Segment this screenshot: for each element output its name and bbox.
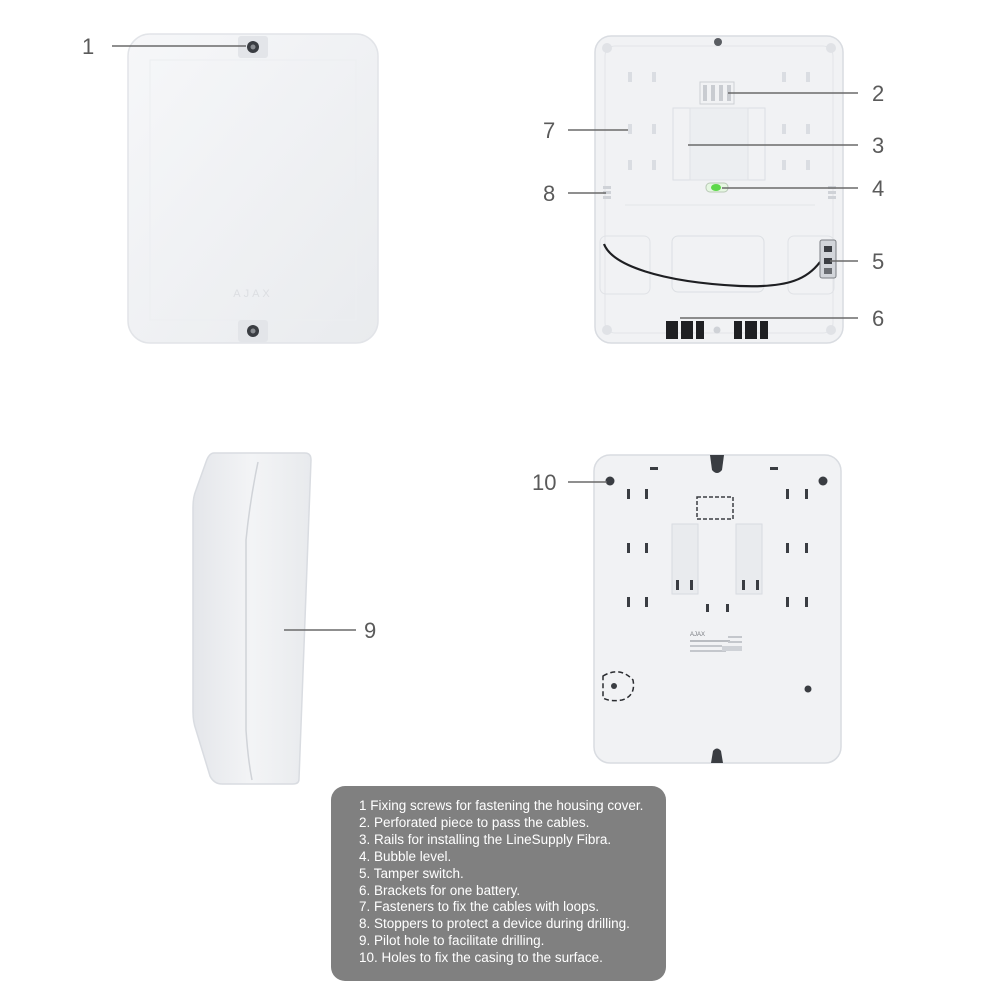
legend-item-1: 1 Fixing screws for fastening the housin… bbox=[359, 798, 644, 813]
back-view: AJAX bbox=[593, 454, 842, 764]
callout-1: 1 bbox=[82, 34, 94, 59]
legend-item-4: 4. Bubble level. bbox=[359, 848, 452, 864]
housing-side bbox=[192, 452, 312, 785]
callout-8: 8 bbox=[543, 181, 555, 206]
legend-item-9: 9. Pilot hole to facilitate drilling. bbox=[359, 933, 545, 949]
callout-6: 6 bbox=[872, 306, 884, 331]
back-slots bbox=[627, 467, 808, 612]
callout-4: 4 bbox=[872, 176, 884, 201]
callout-7: 7 bbox=[543, 118, 555, 143]
callout-10: 10 bbox=[532, 470, 556, 495]
housing-cover bbox=[127, 33, 379, 344]
battery-brackets bbox=[666, 321, 768, 339]
product-label: AJAX bbox=[690, 632, 742, 652]
front-cover-view: AJAX bbox=[127, 33, 379, 344]
side-view bbox=[192, 452, 312, 785]
cover-logo: AJAX bbox=[233, 288, 273, 300]
leader-lines bbox=[112, 45, 858, 631]
cable-fasteners bbox=[628, 72, 810, 170]
legend-item-3: 3. Rails for installing the LineSupply F… bbox=[359, 831, 612, 847]
pilot-hole bbox=[602, 671, 635, 702]
mounting-holes bbox=[605, 476, 828, 693]
legend-item-5: 5. Tamper switch. bbox=[359, 865, 464, 881]
legend-item-7: 7. Fasteners to fix the cables with loop… bbox=[359, 899, 600, 915]
cover-screw-bottom bbox=[238, 320, 268, 342]
legend-item-10: 10. Holes to fix the casing to the surfa… bbox=[359, 950, 603, 966]
legend-item-2: 2. Perforated piece to pass the cables. bbox=[359, 814, 590, 830]
callout-9: 9 bbox=[364, 618, 376, 643]
housing-back bbox=[593, 454, 842, 764]
label-logo: AJAX bbox=[690, 632, 705, 638]
inside-base-view bbox=[594, 35, 844, 344]
callout-3: 3 bbox=[872, 133, 884, 158]
tamper-switch bbox=[819, 239, 837, 279]
legend-item-8: 8. Stoppers to protect a device during d… bbox=[359, 916, 630, 932]
callout-2: 2 bbox=[872, 81, 884, 106]
callout-numbers: 1 2 3 4 5 6 7 8 9 10 bbox=[82, 34, 884, 643]
legend-item-6: 6. Brackets for one battery. bbox=[359, 882, 521, 898]
callout-5: 5 bbox=[872, 249, 884, 274]
cover-screw-top bbox=[238, 36, 268, 58]
legend-box: 1 Fixing screws for fastening the housin… bbox=[331, 786, 666, 981]
linesupply-rails bbox=[672, 107, 766, 181]
cable bbox=[602, 243, 821, 288]
